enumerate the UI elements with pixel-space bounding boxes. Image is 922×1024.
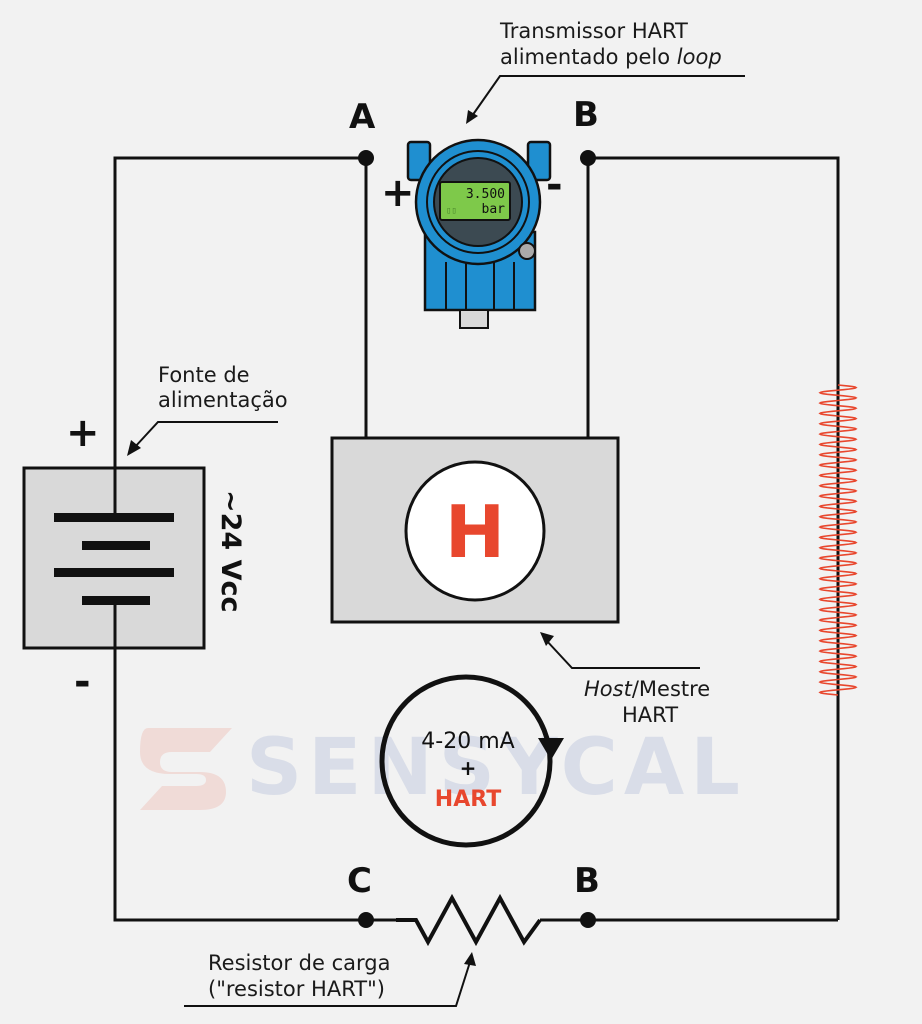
host-circle	[404, 460, 546, 602]
battery-plate-short-1	[82, 541, 150, 550]
node-B-bottom-dot	[580, 912, 596, 928]
node-C-dot	[358, 912, 374, 928]
transmitter-arrow	[471, 75, 745, 117]
node-A-dot	[358, 150, 374, 166]
node-A-label: A	[349, 97, 376, 137]
host-caption-line1: Host/Mestre	[584, 677, 710, 701]
transmitter-arrow-head	[466, 110, 478, 124]
load-resistor-arrow-head	[464, 952, 476, 966]
load-resistor-caption-line1: Resistor de carga	[208, 951, 390, 975]
power-supply-plus-sign: +	[66, 410, 100, 456]
hart-transmitter: 3.500 bar ▯▯ + -	[381, 138, 563, 329]
node-B-top-label: B	[573, 95, 599, 135]
transmitter-screw-icon	[518, 242, 536, 260]
host-letter: H	[445, 490, 505, 574]
battery-plate-long-1	[54, 513, 174, 522]
power-supply-caption-line1: Fonte de	[158, 363, 250, 387]
circuit-wires	[113, 156, 840, 922]
transmitter-caption-line2: alimentado pelo loop	[500, 45, 722, 69]
power-supply-voltage: ~24 Vcc	[215, 490, 246, 613]
power-supply-minus-sign: -	[74, 659, 91, 705]
transmitter-lcd-value: 3.500	[466, 187, 505, 202]
host-master: H Host/Mestre HART	[330, 436, 710, 727]
node-C-label: C	[347, 861, 372, 901]
wire-supply-minus-to-C	[113, 648, 366, 922]
loop-current-label: 4-20 mA	[421, 729, 514, 754]
host-caption-line2: HART	[622, 703, 678, 727]
watermark-text: SENSYCAL	[246, 723, 746, 813]
transmitter-side-cap-right	[526, 140, 552, 182]
load-resistor-caption: Resistor de carga ("resistor HART")	[184, 951, 476, 1007]
transmitter-lcd	[439, 181, 511, 221]
transmitter-minus-sign: -	[546, 162, 563, 208]
load-resistor-symbol	[396, 893, 542, 947]
power-supply-caption-line2: alimentação	[158, 388, 288, 412]
transmitter-plus-sign: +	[381, 170, 415, 216]
power-supply: + - ~24 Vcc Fonte de alimentação	[22, 363, 288, 705]
battery-plate-short-2	[82, 596, 150, 605]
transmitter-caption: Transmissor HART alimentado pelo loop	[466, 19, 745, 124]
node-B-top-dot	[580, 150, 596, 166]
transmitter-process-connection	[459, 309, 489, 329]
host-arrow	[545, 639, 700, 669]
sensycal-logo-mark	[140, 728, 232, 810]
wire-B-to-coil	[588, 156, 840, 920]
transmitter-lcd-unit: bar	[482, 202, 506, 217]
wire-supply-plus-to-A	[113, 156, 366, 468]
transmitter-lcd-bargraph: ▯▯	[446, 206, 457, 216]
power-supply-arrow	[133, 421, 278, 449]
loop-current-indicator: 4-20 mA + HART	[379, 674, 564, 848]
load-resistor-caption-line2: ("resistor HART")	[208, 977, 385, 1001]
host-arrow-head	[540, 632, 554, 646]
loop-plus-sign: +	[460, 756, 477, 780]
load-resistor-arrow	[184, 961, 471, 1007]
battery-plate-long-2	[54, 568, 174, 577]
transmitter-caption-line1: Transmissor HART	[499, 19, 688, 43]
watermark: SENSYCAL	[140, 723, 746, 813]
loop-arrow-head	[538, 738, 564, 760]
power-supply-arrow-head	[127, 440, 141, 456]
node-B-bottom-label: B	[574, 861, 600, 901]
loop-protocol-label: HART	[435, 787, 501, 812]
loop-circle	[379, 674, 553, 848]
coil-wire-symbol	[818, 384, 858, 696]
